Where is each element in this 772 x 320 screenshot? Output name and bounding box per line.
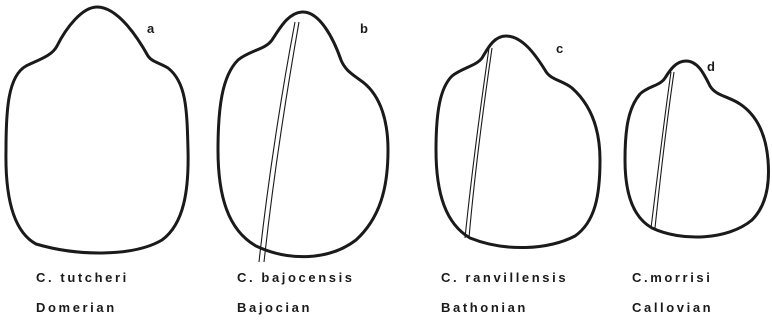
specimen-b-letter: b [360, 21, 368, 36]
specimen-b-stage: Bajocian [237, 300, 312, 315]
specimen-b: b [218, 12, 388, 262]
specimen-c-midline-inner [469, 48, 492, 238]
specimen-d-midline-inner [655, 72, 674, 228]
specimen-d-stage: Callovian [632, 300, 713, 315]
specimen-a-outline [6, 7, 188, 253]
specimen-b-outline [218, 12, 388, 257]
specimen-b-midline-inner [264, 22, 299, 262]
specimen-c: c [436, 36, 600, 248]
specimen-d-outline [625, 61, 768, 237]
specimen-c-species: C. ranvillensis [441, 270, 568, 285]
specimen-b-species: C. bajocensis [237, 270, 355, 285]
specimen-a-stage: Domerian [36, 300, 117, 315]
specimen-c-stage: Bathonian [441, 300, 528, 315]
specimen-c-midline [465, 48, 489, 238]
specimen-b-midline [259, 22, 295, 262]
specimen-a-letter: a [147, 21, 155, 36]
specimen-d: d [625, 59, 768, 237]
specimen-d-species: C.morrisi [632, 270, 712, 285]
specimen-c-letter: c [556, 41, 563, 56]
specimen-d-midline [651, 72, 671, 228]
specimen-a-species: C. tutcheri [36, 270, 129, 285]
specimen-a: a [6, 7, 188, 253]
specimen-c-outline [436, 36, 600, 248]
specimen-d-letter: d [707, 59, 715, 74]
